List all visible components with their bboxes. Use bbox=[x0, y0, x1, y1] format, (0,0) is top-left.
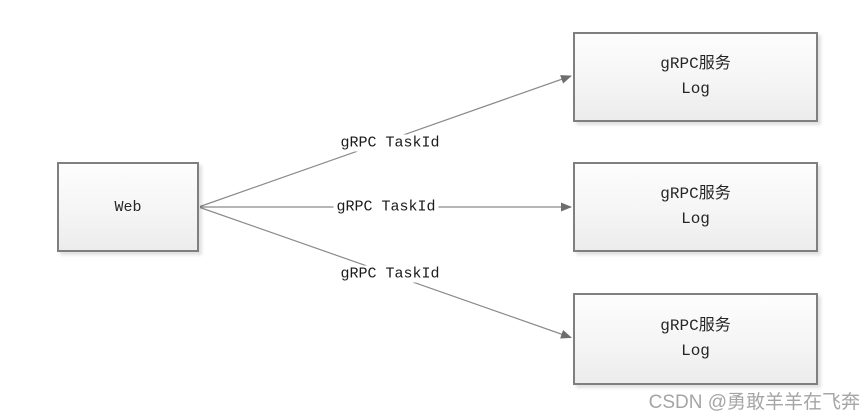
web-node-label: Web bbox=[114, 198, 142, 216]
grpc-service-node-middle-line1: gRPC服务 bbox=[660, 185, 731, 203]
grpc-service-node-bottom-line1: gRPC服务 bbox=[660, 317, 731, 335]
grpc-service-node-bottom-line2: Log bbox=[681, 342, 710, 360]
csdn-watermark: CSDN @勇敢羊羊在飞奔 bbox=[648, 392, 860, 413]
web-node: Web bbox=[57, 162, 199, 252]
arrow-label-top: gRPC TaskId bbox=[337, 134, 443, 152]
grpc-service-node-top-line1: gRPC服务 bbox=[660, 55, 731, 73]
arrow-label-bottom: gRPC TaskId bbox=[337, 265, 443, 283]
grpc-service-node-middle-line2: Log bbox=[681, 210, 710, 228]
grpc-service-node-top-line2: Log bbox=[681, 80, 710, 98]
arrow-label-middle: gRPC TaskId bbox=[333, 198, 439, 216]
grpc-service-node-middle: gRPC服务 Log bbox=[573, 162, 818, 252]
grpc-service-node-top: gRPC服务 Log bbox=[573, 32, 818, 122]
grpc-service-node-bottom: gRPC服务 Log bbox=[573, 293, 818, 385]
